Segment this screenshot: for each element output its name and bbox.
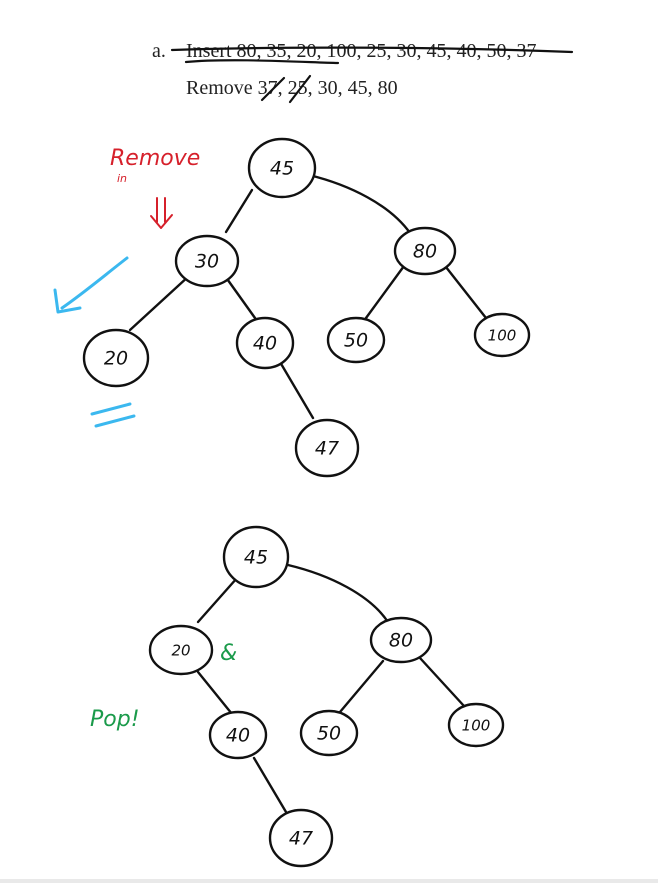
insert-strikethrough-2 bbox=[184, 59, 340, 65]
tree-top-node-right: 80 bbox=[393, 226, 457, 276]
tree-bottom: 45 20 80 40 50 100 47 bbox=[148, 525, 505, 868]
node-value: 50 bbox=[317, 723, 341, 745]
tree-top-node-right-right: 100 bbox=[473, 312, 531, 358]
tree-bottom-node-left-right: 40 bbox=[208, 710, 268, 760]
node-value: 47 bbox=[289, 828, 313, 850]
tree-top-node-right-left: 50 bbox=[326, 316, 386, 364]
pop-note: Pop! bbox=[90, 707, 140, 732]
node-value: 47 bbox=[315, 438, 339, 460]
node-value: 40 bbox=[226, 725, 250, 747]
down-double-arrow bbox=[150, 197, 173, 229]
node-value: 80 bbox=[389, 630, 413, 652]
tree-top-node-left: 30 bbox=[174, 234, 240, 288]
tree-bottom-node-left-right-right: 47 bbox=[268, 808, 334, 868]
tree-top-node-left-right: 40 bbox=[235, 316, 295, 370]
tree-top-node-left-right-right: 47 bbox=[294, 418, 360, 478]
ampersand-mark: & bbox=[220, 641, 237, 666]
node-value: 50 bbox=[344, 330, 368, 352]
remove-strike-b bbox=[288, 74, 312, 104]
insert-line: Insert 80, 35, 20, 100, 25, 30, 45, 40, … bbox=[186, 40, 537, 62]
item-marker: a. bbox=[152, 40, 166, 62]
tree-bottom-node-right: 80 bbox=[369, 616, 433, 664]
tree-top-node-root: 45 bbox=[247, 137, 317, 199]
node-value: 45 bbox=[244, 547, 268, 569]
tree-top-node-left-left: 20 bbox=[82, 328, 150, 388]
node-value: 20 bbox=[171, 642, 190, 660]
tree-bottom-node-root: 45 bbox=[222, 525, 290, 589]
remove-line: Remove 37, 25, 30, 45, 80 bbox=[186, 77, 398, 99]
remove-note: Remove bbox=[110, 146, 200, 171]
insert-strikethrough bbox=[170, 46, 574, 54]
blue-equal-mark bbox=[90, 402, 136, 428]
tree-bottom-node-right-left: 50 bbox=[299, 709, 359, 757]
node-value: 100 bbox=[462, 717, 491, 735]
tree-top: 45 30 80 20 40 50 100 47 bbox=[82, 137, 531, 478]
bottom-edge bbox=[0, 879, 658, 883]
node-value: 45 bbox=[270, 158, 294, 180]
node-value: 30 bbox=[195, 251, 219, 273]
node-value: 40 bbox=[253, 333, 277, 355]
blue-arrow bbox=[53, 256, 129, 314]
node-value: 80 bbox=[413, 241, 437, 263]
tree-bottom-node-right-right: 100 bbox=[447, 702, 505, 748]
remove-strike-a bbox=[260, 76, 286, 102]
tree-bottom-node-left: 20 bbox=[148, 624, 214, 676]
tree-top-edges bbox=[128, 173, 488, 420]
tree-bottom-edges bbox=[196, 563, 466, 814]
node-value: 20 bbox=[104, 348, 128, 370]
node-value: 100 bbox=[488, 327, 517, 345]
remove-subnote: in bbox=[117, 172, 127, 185]
